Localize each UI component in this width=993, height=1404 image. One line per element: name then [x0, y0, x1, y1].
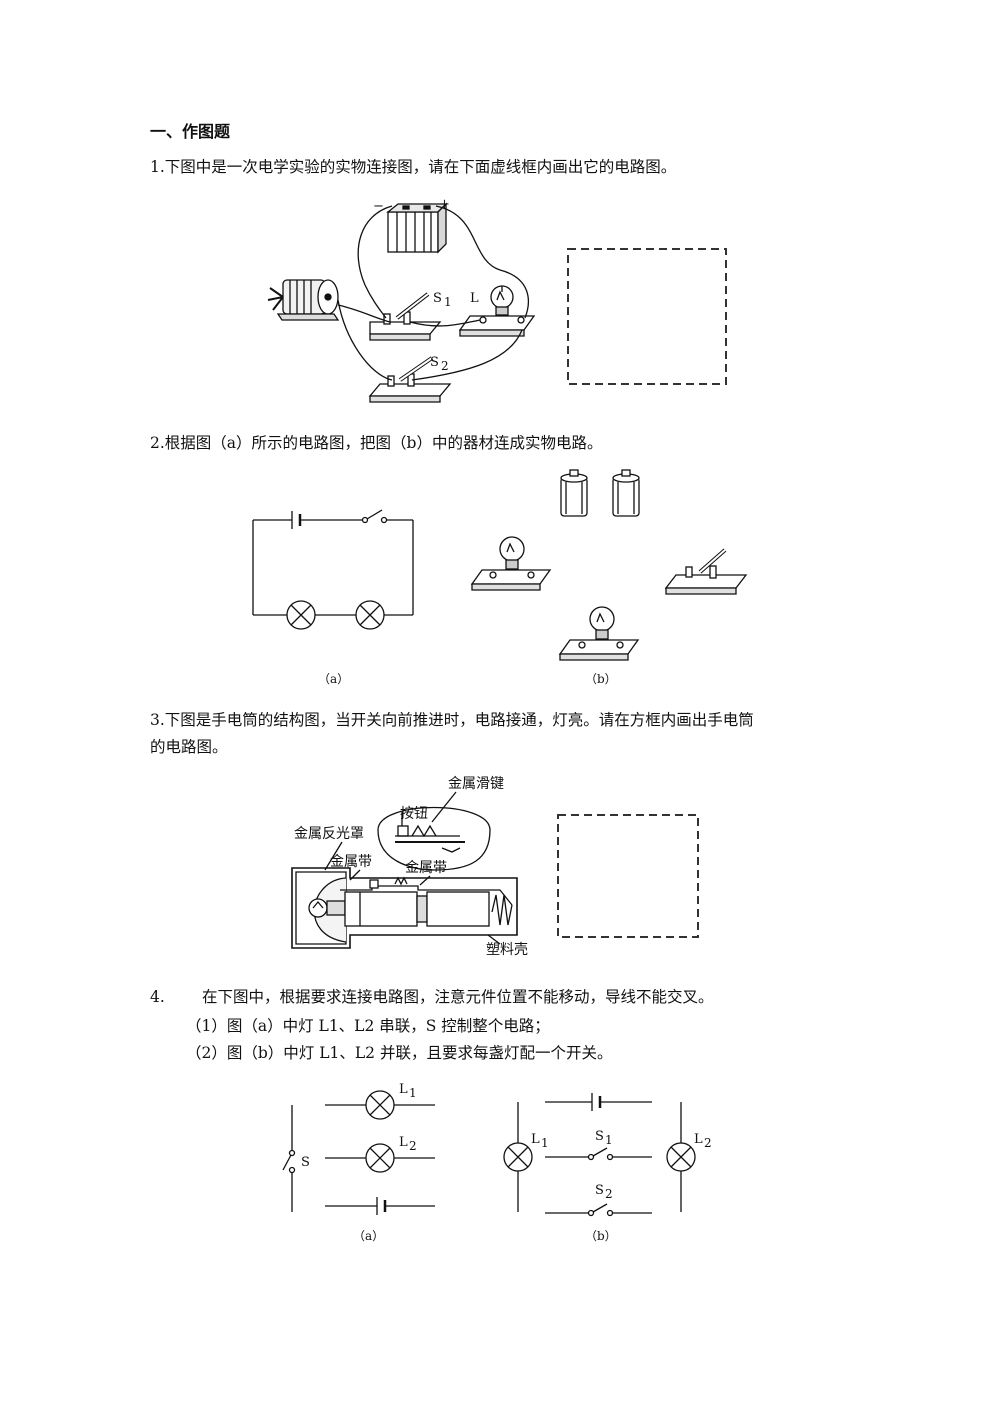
figure-4b: [503, 1093, 696, 1217]
battery-plus-label: +: [439, 197, 450, 212]
label-reflector: 金属反光罩: [294, 826, 364, 842]
lamp-l-label: L: [470, 291, 479, 306]
fig4b-l1-label: L: [531, 1132, 540, 1147]
motor-with-fan: [267, 279, 340, 321]
question-3-text-line2: 的电路图。: [150, 738, 228, 756]
answer-box-3[interactable]: [557, 814, 699, 938]
fig4b-l2-label: L: [694, 1132, 703, 1147]
fig4b-s1-subscript: 1: [605, 1133, 613, 1147]
fig4b-s2-subscript: 2: [605, 1187, 613, 1201]
figure-2b-lamp-2: [558, 606, 640, 661]
fig4b-s1-label: S: [595, 1129, 604, 1144]
answer-box-1[interactable]: [567, 248, 727, 385]
label-button: 按钮: [400, 806, 428, 822]
figure-2b-caption: （b）: [585, 672, 617, 686]
question-4-number: 4.: [150, 988, 165, 1006]
question-3-text-line1: 3.下图是手电筒的结构图，当开关向前推进时，电路接通，灯亮。请在方框内画出手电筒: [150, 711, 754, 729]
fig4b-l1-subscript: 1: [541, 1136, 549, 1150]
fig4a-l1-label: L: [399, 1082, 408, 1097]
battery-pack: [386, 202, 448, 254]
fig4a-l2-subscript: 2: [409, 1139, 417, 1153]
switch-s2: [368, 356, 452, 403]
s1-subscript: 1: [444, 295, 452, 309]
question-4-sub1: （1）图（a）中灯 L1、L2 串联，S 控制整个电路；: [186, 1017, 550, 1035]
s2-subscript: 2: [441, 359, 449, 373]
fig4a-s-label: S: [301, 1155, 310, 1170]
question-2-text: 2.根据图（a）所示的电路图，把图（b）中的器材连成实物电路。: [150, 434, 603, 452]
fig4b-l2-subscript: 2: [704, 1136, 712, 1150]
figure-2b-battery-2: [612, 469, 640, 517]
lamp-l: [458, 285, 536, 337]
figure-2b-switch: [664, 548, 748, 595]
section-title: 一、作图题: [150, 122, 231, 141]
figure-2b-battery-1: [560, 469, 588, 517]
label-slide-key: 金属滑键: [448, 775, 504, 792]
question-4-sub2: （2）图（b）中灯 L1、L2 并联，且要求每盏灯配一个开关。: [186, 1044, 613, 1062]
figure-2a-caption: （a）: [318, 672, 349, 686]
label-plastic-shell: 塑料壳: [486, 941, 528, 958]
battery-minus-label: −: [373, 199, 384, 214]
question-4-text: 在下图中，根据要求连接电路图，注意元件位置不能移动，导线不能交叉。: [202, 988, 714, 1006]
fig4a-l2-label: L: [399, 1135, 408, 1150]
s2-label: S: [430, 355, 439, 370]
fig4b-s2-label: S: [595, 1183, 604, 1198]
figure-4a-caption: （a）: [353, 1229, 384, 1243]
figure-2a-schematic: [252, 509, 414, 630]
figure-2b-lamp-1: [470, 536, 552, 591]
question-1-text: 1.下图中是一次电学实验的实物连接图，请在下面虚线框内画出它的电路图。: [150, 158, 677, 176]
label-metal-strip-2: 金属带: [405, 860, 447, 876]
figure-4b-caption: （b）: [585, 1229, 617, 1243]
label-metal-strip-1: 金属带: [330, 854, 372, 870]
fig4a-l1-subscript: 1: [409, 1086, 417, 1100]
s1-label: S: [433, 291, 442, 306]
figure-4a: [282, 1090, 435, 1215]
